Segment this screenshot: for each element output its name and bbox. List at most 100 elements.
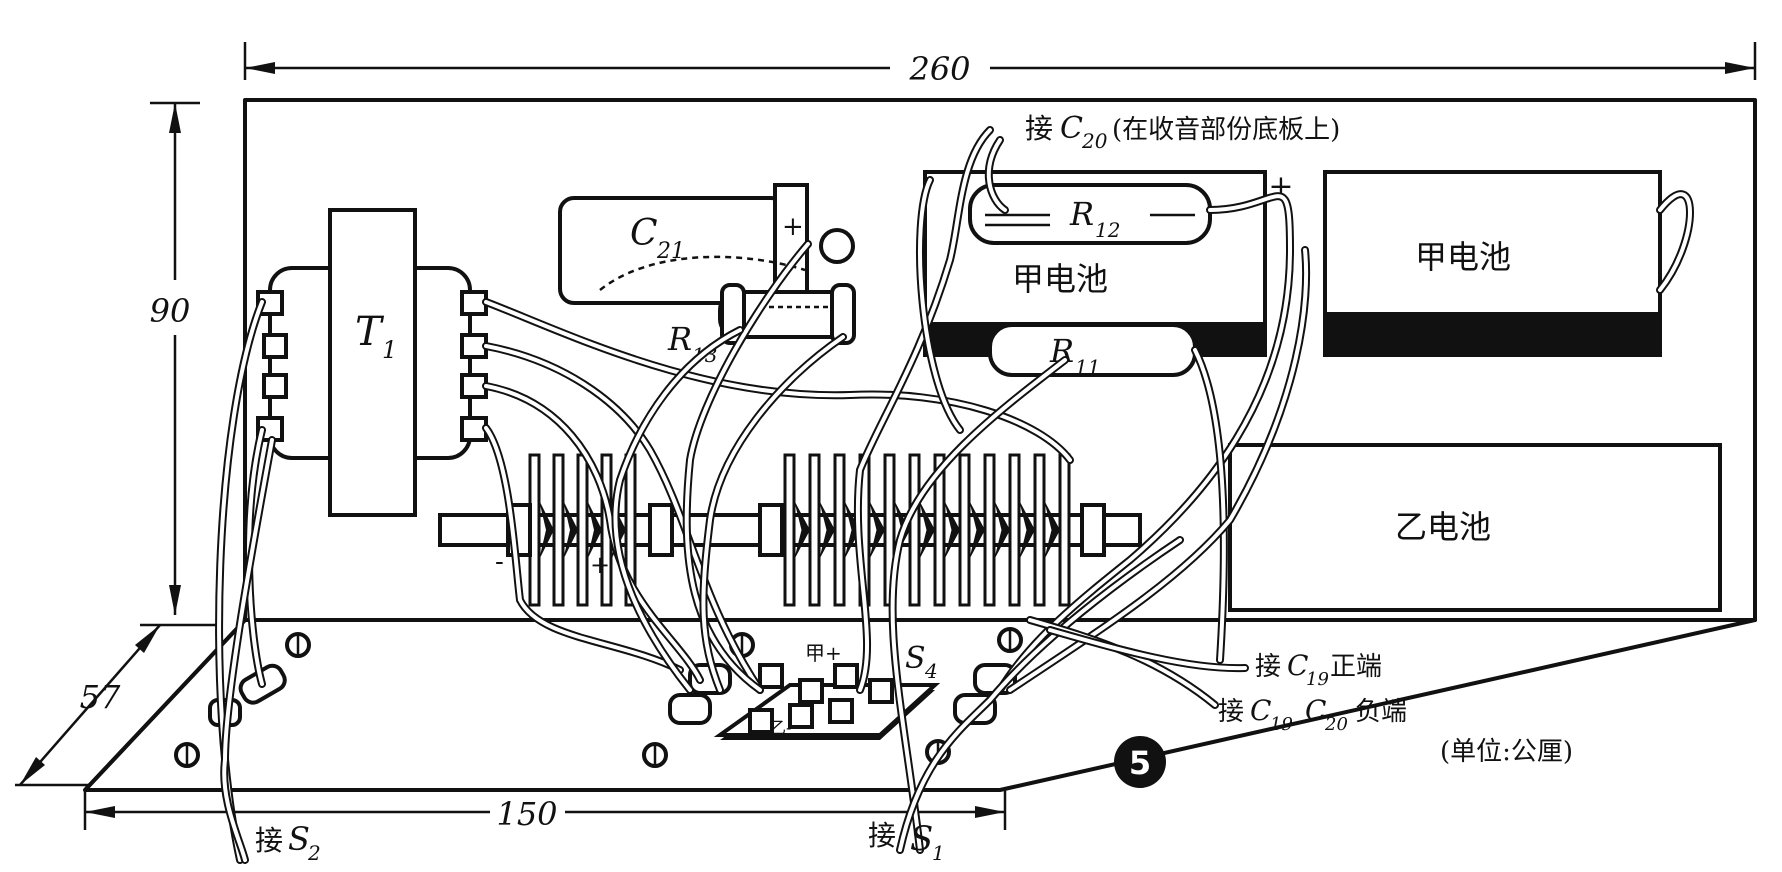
- callout-s1: 接 S 1: [868, 819, 945, 865]
- svg-text:11: 11: [1075, 355, 1100, 379]
- wire: [1658, 192, 1692, 292]
- rectifier-plate: [819, 500, 835, 560]
- resistor-r11: R 11: [988, 323, 1197, 379]
- depth-dimension-label: 57: [80, 678, 121, 716]
- svg-text:接: 接: [1025, 112, 1053, 145]
- nut-mid-left: [648, 503, 674, 557]
- wire: [613, 328, 742, 692]
- rectifier-fin: [983, 453, 996, 607]
- rectifier-plate: [844, 500, 860, 560]
- svg-text:19: 19: [1306, 669, 1329, 690]
- svg-text:C: C: [630, 213, 658, 254]
- rectifier-plate: [944, 500, 960, 560]
- rectifier-plate: [919, 500, 935, 560]
- dimension-front-length: 150: [83, 790, 1007, 833]
- svg-text:甲+: 甲+: [805, 641, 842, 665]
- rectifier-fin: [1033, 453, 1046, 607]
- rectifier-fin: [833, 453, 846, 607]
- svg-text:19: 19: [1270, 714, 1293, 735]
- rectifier-minus-sign: -: [495, 547, 504, 577]
- rectifier-fin: [1008, 453, 1021, 607]
- rectifier-plate: [794, 500, 810, 560]
- height-dimension-label: 90: [150, 292, 191, 330]
- wire: [855, 128, 992, 692]
- svg-text:1: 1: [932, 841, 945, 865]
- capacitor-c21: C 21 +: [558, 183, 855, 332]
- svg-text:R: R: [667, 320, 692, 358]
- wire: [222, 438, 274, 862]
- transformer-t1: T 1: [256, 208, 488, 517]
- rectifier-fin: [783, 453, 796, 607]
- wire: [701, 335, 845, 692]
- front-length-dimension-label: 150: [496, 795, 557, 833]
- wire: [998, 194, 1293, 692]
- svg-text:+: +: [782, 212, 804, 242]
- unit-note: (单位:公厘): [1440, 737, 1573, 767]
- rectifier-fin: [808, 453, 821, 607]
- rectifier-fin: [576, 453, 589, 607]
- battery-a-right: 甲电池: [1323, 170, 1662, 357]
- svg-text:S: S: [905, 641, 926, 676]
- rectifier-plate: [969, 500, 985, 560]
- wire: [684, 242, 810, 692]
- wires: [215, 126, 1694, 864]
- svg-text:12: 12: [1095, 218, 1120, 242]
- nut-mid-right: [758, 503, 784, 557]
- svg-text:乙电池: 乙电池: [1395, 508, 1491, 546]
- wire: [890, 358, 1067, 852]
- wire: [898, 538, 1182, 852]
- svg-text:1: 1: [382, 336, 397, 364]
- wire: [484, 426, 682, 672]
- svg-text:5: 5: [1129, 744, 1151, 782]
- callout-c20: 接 C 20 (在收音部份底板上): [1025, 111, 1340, 153]
- rectifier-plate: [563, 500, 578, 560]
- rectifier-fin: [908, 453, 921, 607]
- rectifier-plate: [869, 500, 885, 560]
- figure-number-badge: 5: [1114, 736, 1166, 788]
- svg-text:乙-: 乙-: [770, 718, 791, 737]
- svg-text:C: C: [1250, 694, 1271, 727]
- wire: [484, 300, 1072, 462]
- wire: [484, 384, 702, 682]
- resistor-r12: R 12: [968, 183, 1212, 245]
- battery-b: 乙电池: [1228, 443, 1722, 612]
- rectifier-fin: [552, 453, 565, 607]
- wire: [1048, 628, 1247, 671]
- svg-text:R: R: [1069, 195, 1094, 233]
- svg-text:S: S: [910, 819, 933, 859]
- dimension-height: 90: [150, 101, 200, 615]
- nut-right: [1080, 503, 1106, 557]
- svg-text:甲电池: 甲电池: [1415, 238, 1511, 276]
- wire: [918, 178, 962, 432]
- rectifier-plate: [1044, 500, 1060, 560]
- svg-text:接: 接: [1218, 697, 1244, 727]
- svg-text:甲电池: 甲电池: [1012, 260, 1108, 298]
- svg-text:2: 2: [307, 841, 321, 865]
- rectifier-plate: [1019, 500, 1035, 560]
- dimension-depth: 57: [15, 623, 220, 787]
- rectifier-fin: [1058, 453, 1071, 607]
- svg-text:C: C: [1060, 111, 1083, 146]
- rectifier-plus-sign: +: [590, 551, 610, 579]
- svg-text:C: C: [1287, 649, 1308, 682]
- svg-text:接: 接: [868, 819, 896, 852]
- rectifier-plate: [539, 500, 554, 560]
- svg-text:(在收音部份底板上): (在收音部份底板上): [1112, 115, 1340, 145]
- svg-text:20: 20: [1324, 714, 1348, 735]
- rectifier-plate: [587, 500, 602, 560]
- dimension-width: 260: [243, 42, 1757, 88]
- svg-text:S: S: [288, 820, 310, 858]
- svg-text:T: T: [355, 309, 385, 355]
- svg-text:负端: 负端: [1355, 697, 1407, 727]
- wire: [484, 344, 762, 692]
- rectifier-fin: [958, 453, 971, 607]
- svg-text:接: 接: [255, 824, 283, 857]
- svg-text:接: 接: [1255, 652, 1281, 682]
- svg-text:4: 4: [924, 659, 938, 683]
- switch-s4: 甲+ 乙- S 4: [713, 641, 941, 740]
- rectifier-stack-right: [783, 453, 1071, 607]
- wire: [1008, 248, 1309, 692]
- callout-s2: 接 S 2: [255, 820, 321, 865]
